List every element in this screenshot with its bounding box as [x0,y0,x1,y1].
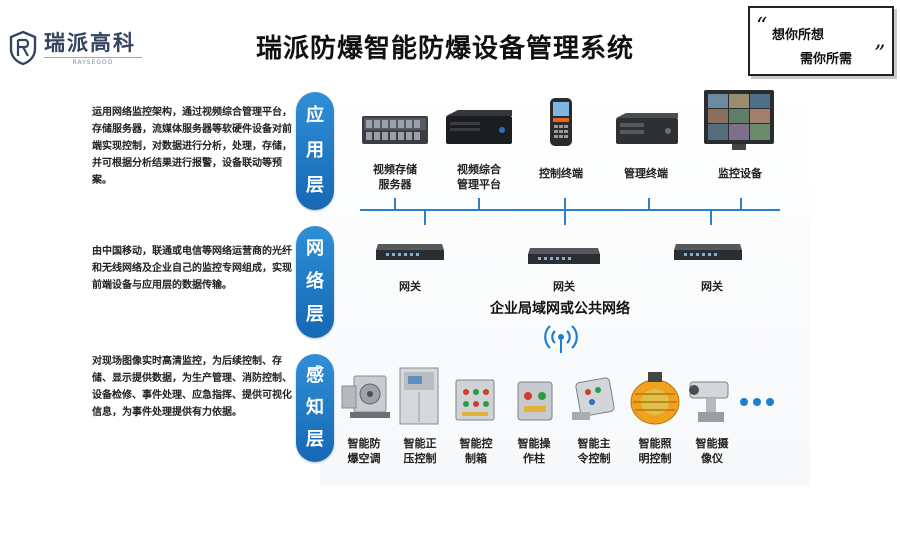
gateway-label: 网关 [553,280,575,293]
management-terminal-icon [616,113,678,144]
device-label: 智能照明控制 [638,437,672,465]
device-label: 控制终端 [539,167,583,180]
company-logo: 瑞派高科 RAYSEGOO [8,26,158,70]
network-layer-pill: 网 络 层 [296,226,334,338]
pill-char: 应 [306,104,324,126]
sensing-layer-pill: 感 知 层 [296,354,334,462]
slogan-line-1: 想你所想 [772,28,825,43]
bus-tick [648,198,650,210]
shield-logo-icon [9,30,37,66]
bus-drop [424,211,426,225]
operation-column-icon [517,381,553,421]
control-terminal-icon [550,98,572,146]
device-label: 智能正压控制 [403,437,437,465]
slogan-line-2: 需你所需 [800,52,853,67]
gateway-icon [376,244,444,260]
main-command-control-icon [572,377,615,420]
pill-char: 层 [306,175,324,197]
monitoring-display-icon [704,90,774,150]
explosion-proof-ac-icon [341,375,390,418]
device-label: 智能防爆空调 [347,437,381,465]
bus-tick [740,198,742,210]
video-management-platform-icon [446,110,512,144]
more-ellipsis-icon [740,398,774,406]
device-label: 视频综合管理平台 [457,163,501,191]
pill-char: 层 [306,304,324,326]
bus-tick [394,198,396,210]
close-quote-icon: ” [874,42,886,67]
pill-char: 网 [306,237,324,259]
application-layer-description: 运用网络监控架构，通过视频综合管理平台，存储服务器，流媒体服务器等软硬件设备对前… [92,107,292,186]
camera-icon [689,381,729,422]
logo-name: 瑞派高科 [44,30,136,55]
logo-subtitle: RAYSEGOO [44,56,142,66]
wireless-signal-icon [544,325,578,353]
device-label: 智能摄像仪 [695,437,729,465]
pill-char: 知 [306,397,324,418]
storage-server-icon [362,116,428,144]
pill-char: 感 [306,365,324,386]
bus-drop [564,211,566,225]
application-layer-pill: 应 用 层 [296,92,334,210]
gateway-label: 网关 [701,280,723,293]
control-box-icon [455,379,495,421]
pill-char: 络 [306,270,324,292]
device-label: 智能主令控制 [577,437,611,465]
open-quote-icon: “ [756,14,768,39]
positive-pressure-control-icon [399,367,439,425]
sensing-layer-description: 对现场图像实时高清监控，为后续控制、存储、显示提供数据，为生产管理、消防控制、设… [92,356,292,418]
bus-drop [710,211,712,225]
device-label: 视频存储服务器 [373,163,417,191]
pill-char: 用 [306,139,324,161]
page-title: 瑞派防爆智能防爆设备管理系统 [256,34,635,64]
bus-tick [478,198,480,210]
lighting-control-icon [630,372,680,425]
pill-char: 层 [306,429,324,450]
gateway-icon [528,248,600,264]
gateway-icon [674,244,742,260]
device-label: 智能控制箱 [459,437,493,465]
device-label: 管理终端 [624,167,668,180]
gateway-label: 网关 [399,280,421,293]
slogan-box: “ 想你所想 需你所需 ” [748,6,894,76]
device-label: 智能操作柱 [517,437,551,465]
network-label: 企业局域网或公共网络 [490,301,630,317]
network-layer-description: 由中国移动，联通或电信等网络运营商的光纤和无线网络及企业自己的监控专网组成，实现… [92,246,292,291]
bus-tick [564,198,566,210]
device-label: 监控设备 [718,167,762,180]
network-bus-line [360,209,780,211]
